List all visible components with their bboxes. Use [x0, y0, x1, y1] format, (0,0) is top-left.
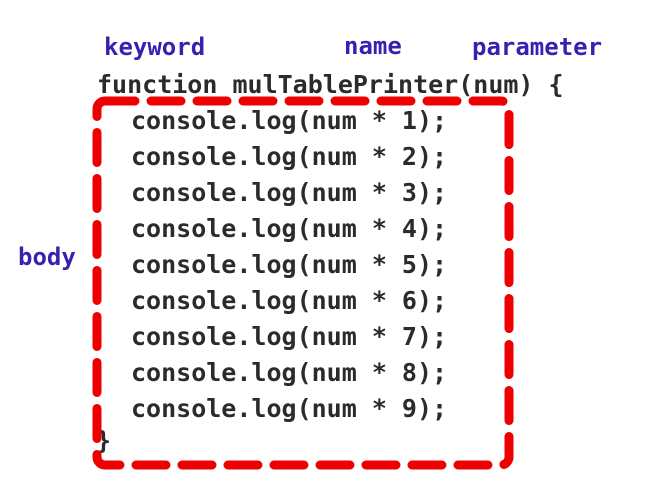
body-line-7: console.log(num * 7); — [131, 322, 448, 351]
body-line-3: console.log(num * 3); — [131, 178, 448, 207]
keyword-label: keyword — [104, 33, 206, 61]
body-line-8: console.log(num * 8); — [131, 358, 448, 387]
body-line-6: console.log(num * 6); — [131, 286, 448, 315]
body-line-2: console.log(num * 2); — [131, 142, 448, 171]
body-label: body — [18, 243, 76, 271]
function-header-line: function mulTablePrinter(num) { — [97, 70, 564, 99]
parameter-label: parameter — [472, 33, 603, 61]
body-line-1: console.log(num * 1); — [131, 106, 448, 135]
code-block: function mulTablePrinter(num) { console.… — [0, 0, 564, 455]
body-line-5: console.log(num * 5); — [131, 250, 448, 279]
name-label: name — [344, 32, 402, 60]
body-line-4: console.log(num * 4); — [131, 214, 448, 243]
body-line-9: console.log(num * 9); — [131, 394, 448, 423]
closing-brace-line: } — [96, 426, 112, 455]
